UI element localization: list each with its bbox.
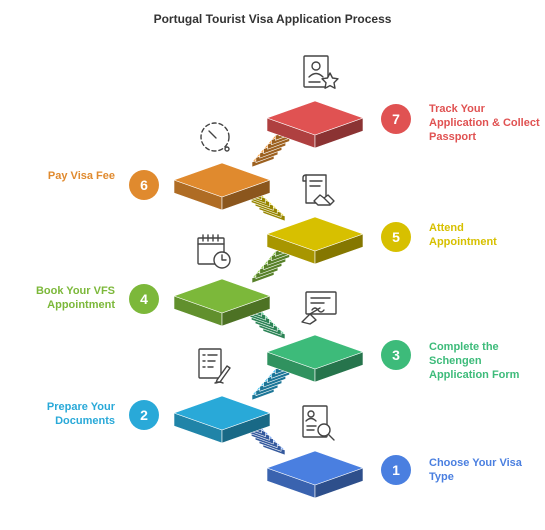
landing-4-top — [173, 278, 271, 314]
step-1-badge: 1 — [381, 455, 411, 485]
step-6-badge: 6 — [129, 170, 159, 200]
step-4-label-line: Book Your VFS — [35, 285, 115, 297]
step-5-label-line: Appointment — [429, 236, 497, 248]
step-5-number: 5 — [392, 229, 400, 245]
step-1-label-line: Type — [429, 471, 454, 483]
step-3-label-line: Schengen — [429, 355, 482, 367]
step-5-label-line: Attend — [429, 222, 464, 234]
step-2-badge: 2 — [129, 400, 159, 430]
step-5-badge: 5 — [381, 222, 411, 252]
form-signing-icon — [301, 291, 337, 325]
step-6-label: Pay Visa Fee — [10, 169, 115, 183]
step-4-badge: 4 — [129, 284, 159, 314]
step-6-number: 6 — [140, 177, 148, 193]
step-2-label-line: Prepare Your — [46, 401, 115, 413]
step-3-number: 3 — [392, 347, 400, 363]
document-search-icon — [302, 405, 335, 441]
step-4-label-line: Appointment — [47, 299, 115, 311]
document-writing-icon — [198, 348, 231, 384]
step-3-label-line: Complete the — [429, 341, 499, 353]
step-3-badge: 3 — [381, 340, 411, 370]
step-7-number: 7 — [392, 111, 400, 127]
landing-6-top — [173, 162, 271, 198]
landing-3-top — [266, 334, 364, 370]
step-6-label-line: Pay Visa Fee — [47, 170, 115, 182]
landing-5-top — [266, 216, 364, 252]
step-7-label-line: Passport — [429, 131, 477, 143]
landing-1-top — [266, 450, 364, 486]
stopwatch-icon — [200, 122, 230, 152]
step-7-badge: 7 — [381, 104, 411, 134]
handshake-contract-icon — [302, 174, 335, 206]
step-2-number: 2 — [140, 407, 148, 423]
step-7-label-line: Application & Collect — [429, 117, 540, 129]
page-title: Portugal Tourist Visa Application Proces… — [153, 12, 392, 26]
landing-2-top — [173, 395, 271, 431]
landing-7-top — [266, 100, 364, 136]
step-3-label-line: Application Form — [429, 369, 520, 381]
step-7-label-line: Track Your — [429, 103, 485, 115]
certificate-star-icon — [303, 55, 339, 89]
step-4-label: Book Your VFS Appointment — [10, 284, 115, 312]
calendar-clock-icon — [197, 234, 231, 269]
step-2-label-line: Documents — [55, 415, 115, 427]
step-1-label-line: Choose Your Visa — [429, 457, 522, 469]
step-1-number: 1 — [392, 462, 400, 478]
step-4-number: 4 — [140, 291, 148, 307]
